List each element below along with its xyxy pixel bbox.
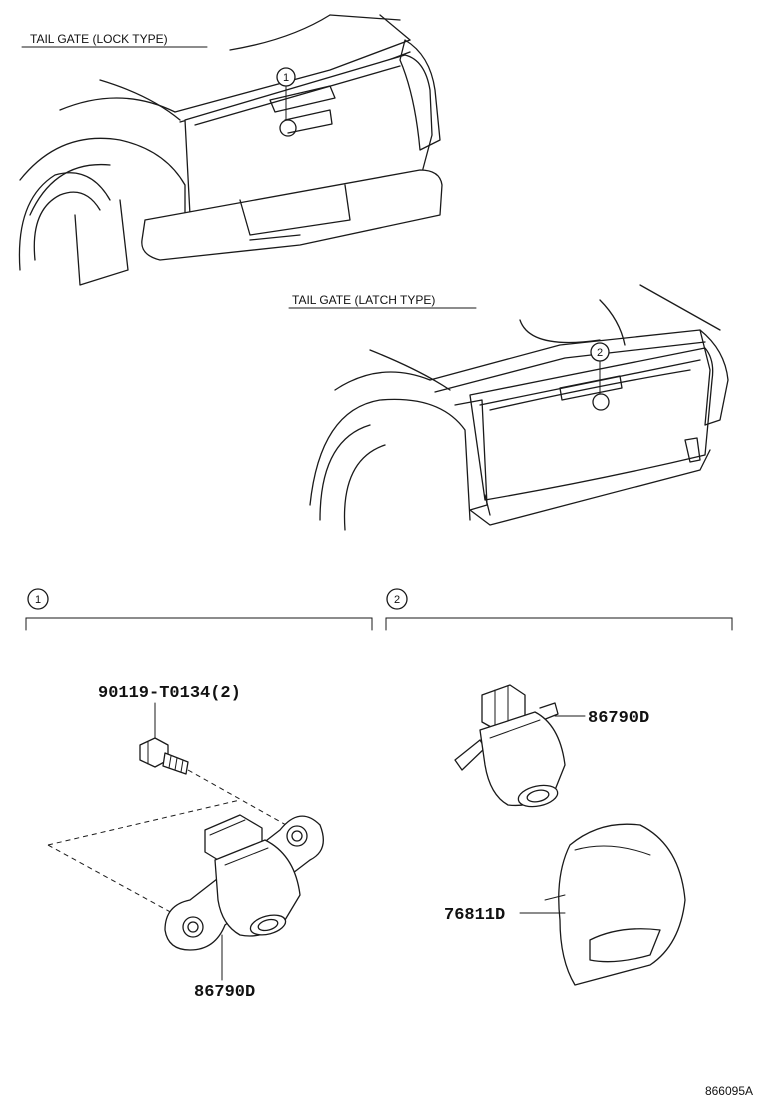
- section-1-bracket: [25, 617, 373, 631]
- camera-location-marker-1: [279, 119, 297, 137]
- bolt-part: 90119-T0134(2): [98, 684, 241, 775]
- vehicle-latch-type-illustration: TAIL GATE (LATCH TYPE) 2: [288, 284, 729, 531]
- section-2-label: 2: [394, 594, 400, 606]
- camera-lock-part-number: 86790D: [194, 983, 255, 1002]
- callout-1-label: 1: [283, 72, 289, 84]
- alignment-line-a: [187, 769, 296, 831]
- section-2-header: 2: [385, 588, 733, 631]
- section-1-bubble: [27, 588, 49, 610]
- caption-lock-type: TAIL GATE (LOCK TYPE): [30, 32, 168, 46]
- camera-latch-type-part: 86790D: [454, 684, 649, 808]
- callout-2-label: 2: [597, 347, 603, 359]
- camera-latch-part-number: 86790D: [588, 709, 649, 728]
- camera-lock-type-part: 86790D: [164, 814, 324, 1002]
- section-2-bubble: [386, 588, 408, 610]
- bolt-part-number: 90119-T0134(2): [98, 684, 241, 703]
- diagram-id: 866095A: [705, 1084, 753, 1098]
- camera-cover-part: 76811D: [444, 823, 686, 986]
- alignment-line-b: [47, 799, 241, 846]
- caption-latch-type: TAIL GATE (LATCH TYPE): [292, 293, 435, 307]
- cover-part-number: 76811D: [444, 906, 505, 925]
- vehicle-lock-type-illustration: TAIL GATE (LOCK TYPE) 1: [18, 14, 443, 286]
- section-2-bracket: [385, 617, 733, 631]
- alignment-line-c: [47, 844, 186, 921]
- section-1-header: 1: [25, 588, 373, 631]
- camera-location-marker-2: [592, 393, 610, 411]
- section-1-label: 1: [35, 594, 41, 606]
